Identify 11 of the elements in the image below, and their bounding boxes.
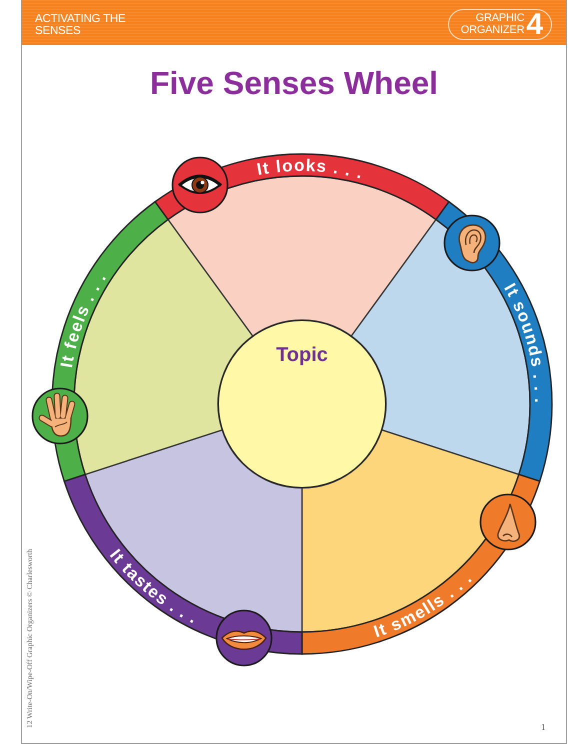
answer-area <box>84 429 303 633</box>
organizer-pill <box>448 9 552 40</box>
header-band <box>22 0 566 45</box>
organizer-number: 4 <box>526 10 543 40</box>
sense-label: It looks . . . <box>255 156 366 183</box>
topic-label: Topic <box>276 343 328 367</box>
answer-area <box>167 175 437 337</box>
page-number: 1 <box>541 722 546 733</box>
header-title: ACTIVATING THE SENSES <box>35 13 126 38</box>
organizer-label: GRAPHIC ORGANIZER <box>460 13 524 36</box>
title: Five Senses Wheel <box>150 66 438 102</box>
